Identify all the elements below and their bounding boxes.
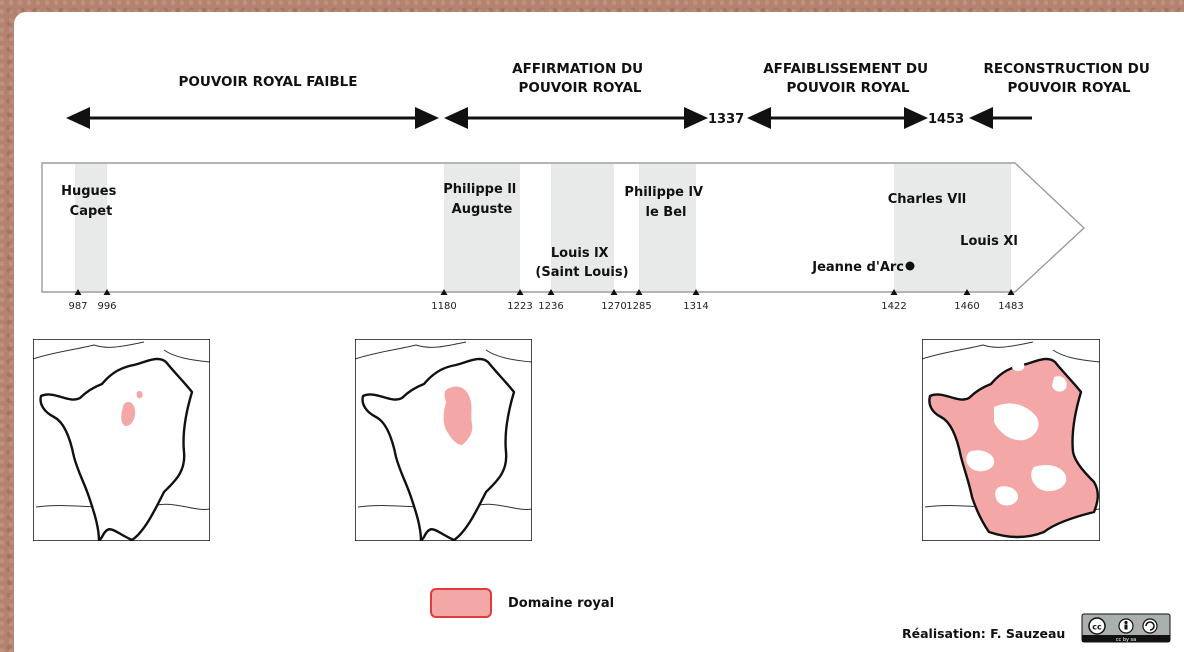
tick-label-1314: 1314 <box>683 301 708 312</box>
king-label-philippe-le-bel: Philippe lV le Bel <box>624 185 707 220</box>
period-label-affirmation: AFFIRMATION DU POUVOIR ROYAL <box>512 61 648 96</box>
reign-band-philippe-le-bel <box>639 164 696 291</box>
period-arrow-weakening <box>747 107 928 129</box>
period-label-weak: POUVOIR ROYAL FAIBLE <box>178 74 357 90</box>
tick-label-1483: 1483 <box>998 301 1023 312</box>
tick-label-1180: 1180 <box>431 301 456 312</box>
tick-label-987: 987 <box>68 301 87 312</box>
tick-label-1460: 1460 <box>954 301 979 312</box>
tick-label-1422: 1422 <box>881 301 906 312</box>
tick-mark-1422 <box>890 289 898 295</box>
credit-text: Réalisation: F. Sauzeau <box>902 626 1065 641</box>
period-label-weakening: AFFAIBLISSEMENT DU POUVOIR ROYAL <box>763 61 933 96</box>
tick-mark-987 <box>74 289 82 295</box>
tick-label-1270: 1270 <box>601 301 626 312</box>
tick-mark-1236 <box>547 289 555 295</box>
france-royal-power-timeline: POUVOIR ROYAL FAIBLE AFFIRMATION DU POUV… <box>33 61 1171 643</box>
legend-label: Domaine royal <box>508 596 614 611</box>
timeline-card: POUVOIR ROYAL FAIBLE AFFIRMATION DU POUV… <box>14 12 1184 652</box>
event-label-jeanne-darc: Jeanne d'Arc <box>811 260 904 275</box>
king-label-hugues-capet: Hugues Capet <box>61 184 121 219</box>
tick-mark-1483 <box>1007 289 1015 295</box>
tick-mark-1223 <box>516 289 524 295</box>
tick-label-1285: 1285 <box>626 301 651 312</box>
cc-license-badge: cc cc by sa <box>1081 613 1171 643</box>
legend: Domaine royal <box>430 588 614 618</box>
tick-mark-1314 <box>692 289 700 295</box>
reign-band-louis-ix <box>551 164 614 291</box>
period-arrow-reconstruction <box>969 107 1032 129</box>
tick-mark-1270 <box>610 289 618 295</box>
boundary-year-1337: 1337 <box>708 112 744 127</box>
map-1483 <box>922 339 1100 541</box>
period-arrow-affirmation <box>444 107 708 129</box>
boundary-year-1453: 1453 <box>928 112 964 127</box>
map-1180 <box>355 339 532 541</box>
tick-mark-1460 <box>963 289 971 295</box>
legend-swatch-domaine-royal <box>430 588 492 618</box>
map-987 <box>33 339 210 541</box>
tick-mark-1180 <box>440 289 448 295</box>
tick-label-1223: 1223 <box>507 301 532 312</box>
reign-band-hugues-capet <box>75 164 107 291</box>
svg-text:cc by sa: cc by sa <box>1116 637 1136 643</box>
king-label-louis-ix: Louis lX (Saint Louis) <box>535 246 628 280</box>
period-arrow-weak <box>66 107 439 129</box>
king-label-louis-xi: Louis Xl <box>960 234 1018 249</box>
tick-label-1236: 1236 <box>538 301 563 312</box>
period-label-reconstruction: RECONSTRUCTION DU POUVOIR ROYAL <box>983 61 1154 96</box>
svg-text:cc: cc <box>1092 623 1102 632</box>
king-label-charles-vii: Charles Vll <box>888 192 967 207</box>
reign-band-charles-vii <box>894 164 967 291</box>
event-dot-jeanne-darc <box>905 261 915 271</box>
reign-band-louis-xi <box>967 164 1011 291</box>
tick-mark-996 <box>103 289 111 295</box>
king-label-philippe-auguste: Philippe ll Auguste <box>443 182 521 217</box>
tick-label-996: 996 <box>97 301 116 312</box>
reign-band-philippe-auguste <box>444 164 520 291</box>
timeline-bar <box>41 162 1085 293</box>
tick-mark-1285 <box>635 289 643 295</box>
